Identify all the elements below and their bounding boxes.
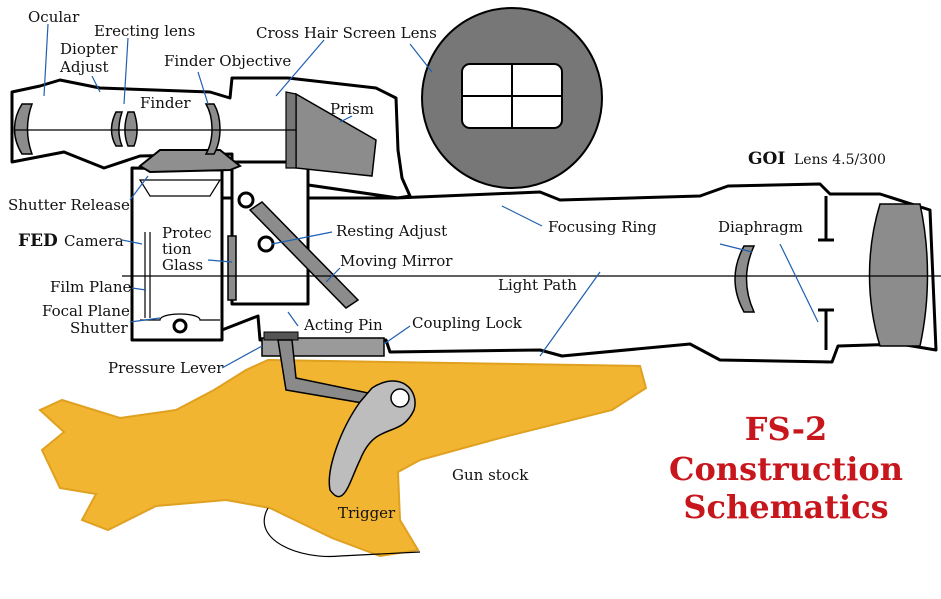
- label-resting-adjust: Resting Adjust: [336, 222, 447, 240]
- erecting-lens-2: [124, 111, 138, 147]
- label-goi-brand: GOI: [748, 149, 785, 169]
- label-protection-2: tion: [162, 240, 192, 258]
- label-ocular: Ocular: [28, 8, 80, 26]
- title-line-3: Schematics: [683, 488, 888, 526]
- label-protection-1: Protec: [162, 224, 212, 242]
- label-pressure-lever: Pressure Lever: [108, 359, 224, 377]
- title-line-2: Construction: [669, 450, 903, 488]
- label-erecting-lens: Erecting lens: [94, 22, 195, 40]
- shutter-plate: [138, 179, 222, 197]
- label-diopter-2: Adjust: [59, 58, 108, 76]
- ocular-lens: [13, 103, 34, 155]
- leader-lines: [43, 23, 819, 369]
- label-focal-plane-1: Focal Plane: [42, 302, 130, 320]
- label-fed-brand: FED: [18, 231, 58, 251]
- resting-adjust-knob: [257, 235, 275, 253]
- label-gun-stock: Gun stock: [452, 466, 529, 484]
- mirror-box: [230, 160, 310, 306]
- shutter-release-mechanism: [138, 149, 242, 174]
- label-focal-plane-2: Shutter: [70, 319, 129, 337]
- label-moving-mirror: Moving Mirror: [340, 252, 453, 270]
- label-protection-3: Glass: [162, 256, 203, 274]
- trigger-pivot: [390, 388, 410, 408]
- rear-lens-element: [734, 245, 756, 313]
- label-goi-lens-spec: Lens 4.5/300: [794, 152, 886, 168]
- lens-barrel: [220, 182, 938, 364]
- label-trigger: Trigger: [338, 504, 396, 522]
- label-light-path: Light Path: [498, 276, 577, 294]
- label-focusing-ring: Focusing Ring: [548, 218, 657, 236]
- label-finder: Finder: [140, 94, 191, 112]
- finder-objective-lens: [204, 103, 221, 155]
- focal-plane-shutter: [140, 313, 220, 321]
- label-prism: Prism: [330, 100, 374, 118]
- label-diopter-1: Diopter: [60, 40, 118, 58]
- label-diaphragm: Diaphragm: [718, 218, 803, 236]
- title-line-1: FS-2: [745, 410, 828, 448]
- label-camera: Camera: [64, 232, 124, 250]
- front-lens-group: [868, 203, 929, 347]
- label-shutter-release: Shutter Release: [8, 196, 130, 214]
- moving-mirror: [248, 201, 360, 309]
- label-cross-hair-screen-lens: Cross Hair Screen Lens: [256, 24, 437, 42]
- shutter-drum: [172, 318, 188, 334]
- label-film-plane: Film Plane: [50, 278, 131, 296]
- mirror-pivot: [237, 191, 255, 209]
- label-coupling-lock: Coupling Lock: [412, 314, 523, 332]
- label-finder-objective: Finder Objective: [164, 52, 291, 70]
- protection-glass: [227, 235, 237, 301]
- label-acting-pin: Acting Pin: [303, 316, 383, 334]
- erecting-lens-1: [110, 111, 124, 147]
- acting-pin: [263, 331, 299, 341]
- trigger-shape: [328, 380, 416, 498]
- trigger-guard: [263, 507, 421, 558]
